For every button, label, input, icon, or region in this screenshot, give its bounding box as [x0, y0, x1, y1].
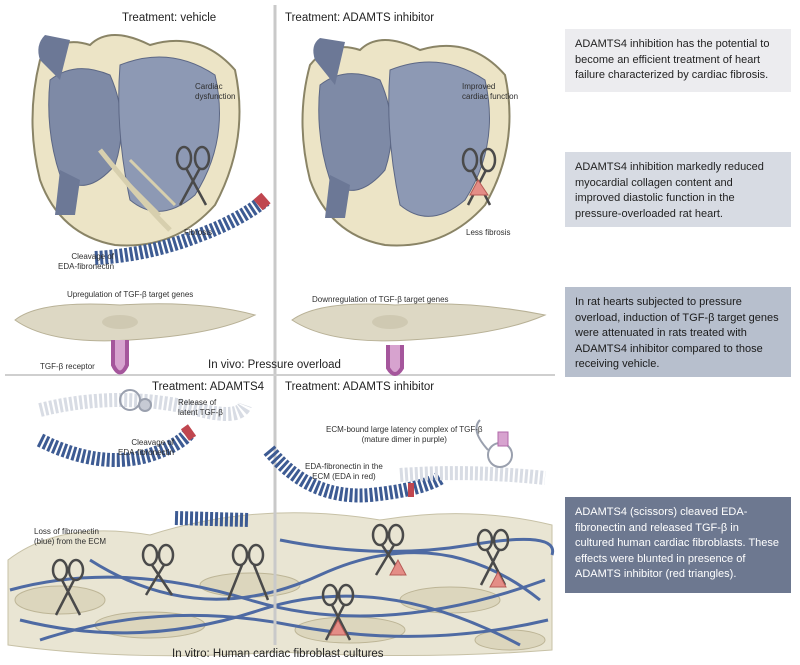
less-fibrosis-label: Less fibrosis — [466, 228, 511, 237]
tgf-receptor-label: TGF-β receptor — [40, 362, 95, 371]
in-vivo-label: In vivo: Pressure overload — [208, 359, 341, 371]
scissors-icon — [51, 523, 510, 641]
tgf-dimer-icon — [497, 431, 509, 447]
figure-illustration — [5, 5, 555, 657]
panel-title-vehicle: Treatment: vehicle — [122, 12, 217, 24]
ecm-bound-label: ECM-bound large latency complex of TGF-β… — [326, 425, 483, 444]
panel-title-adamts4: Treatment: ADAMTS4 — [152, 381, 265, 393]
cardiac-dysfunction-label: Cardiac dysfunction — [195, 82, 236, 101]
eda-fibronectin-label: EDA-fibronectin in the ECM (EDA in red) — [305, 462, 383, 481]
inhibitor-triangle-icon — [329, 558, 507, 636]
fibroblast-cell — [14, 303, 547, 342]
panel-title-inhibitor-top: Treatment: ADAMTS inhibitor — [285, 12, 435, 24]
downregulation-label: Downregulation of TGF-β target genes — [312, 295, 449, 304]
heart-vehicle — [31, 34, 241, 247]
improved-function-label: Improved cardiac function — [462, 82, 519, 101]
cleavage-label-top: Cleavage of EDA-fibronectin — [58, 252, 115, 271]
summary-box-1: ADAMTS4 inhibition has the potential to … — [565, 29, 791, 92]
summary-box-2: ADAMTS4 inhibition markedly reduced myoc… — [565, 152, 791, 227]
scissors-icon — [175, 145, 211, 206]
tgf-receptor-icon — [111, 340, 404, 376]
summary-box-3: In rat hearts subjected to pressure over… — [565, 287, 791, 377]
fibronectin-chain — [36, 192, 546, 527]
loss-fibronectin-label: Loss of fibronectin (blue) from the ECM — [34, 527, 107, 546]
in-vitro-label: In vitro: Human cardiac fibroblast cultu… — [172, 648, 384, 660]
ecm-fibers — [9, 537, 555, 647]
inhibitor-triangle-icon — [469, 179, 489, 196]
release-latent-label: Release of latent TGF-β — [178, 398, 223, 417]
panel-title-inhibitor-bottom: Treatment: ADAMTS inhibitor — [285, 381, 435, 393]
summary-box-4: ADAMTS4 (scissors) cleaved EDA-fibronect… — [565, 497, 791, 593]
fibrosis-label: Fibrosis — [184, 228, 213, 237]
upregulation-label: Upregulation of TGF-β target genes — [67, 290, 194, 299]
heart-inhibitor — [301, 38, 511, 247]
tgf-complex — [119, 389, 513, 468]
cleavage-label-bottom: Cleavage of EDA-fibronectin — [118, 438, 175, 457]
